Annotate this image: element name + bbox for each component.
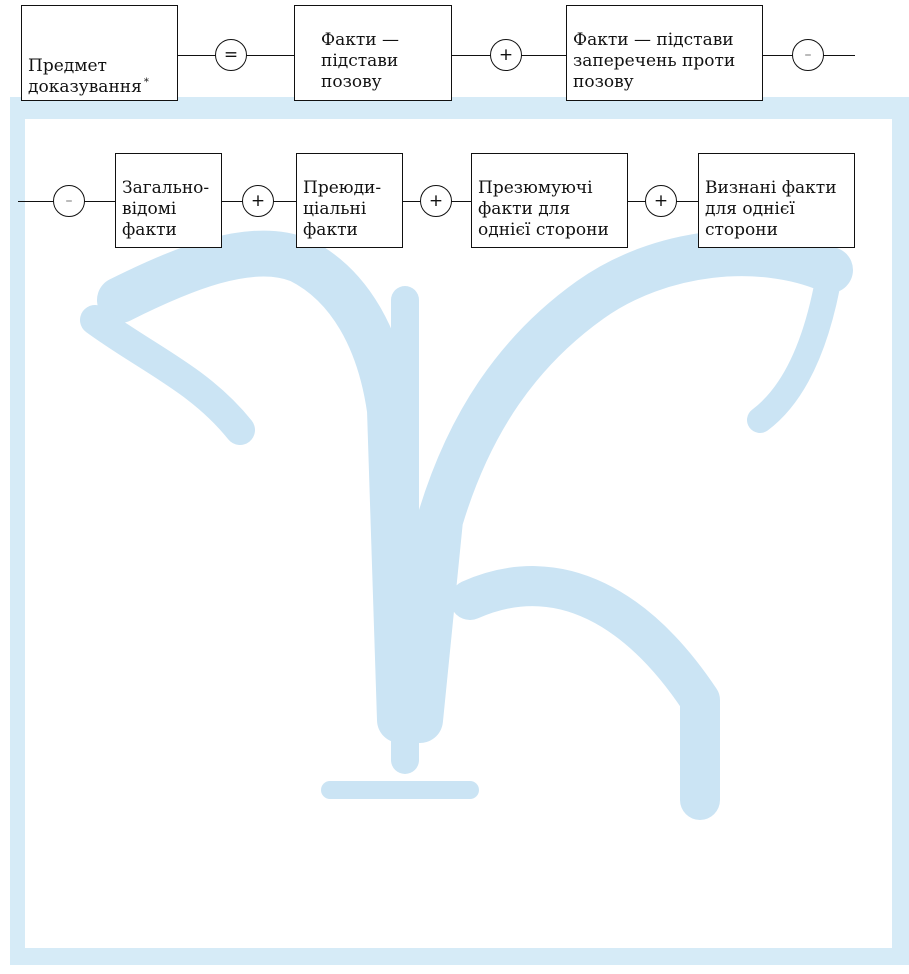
- plus-sign: +: [498, 45, 514, 65]
- minus-operator: –: [792, 39, 824, 71]
- plus-operator: +: [490, 39, 522, 71]
- common-knowledge-facts-label: Загально- відомі факти: [122, 178, 210, 240]
- plus-sign: +: [428, 191, 444, 211]
- admitted-facts-box: Визнані факти для однієї сторони: [698, 153, 855, 248]
- subject-of-proof-label: Предмет доказування: [28, 56, 142, 97]
- prejudicial-facts-box: Преюди- ціальні факти: [296, 153, 403, 248]
- prejudicial-facts-label: Преюди- ціальні факти: [303, 178, 382, 240]
- equals-sign: =: [223, 45, 239, 65]
- admitted-facts-label: Визнані факти для однієї сторони: [705, 178, 837, 240]
- objection-facts-box: Факти — підстави заперечень проти позову: [566, 5, 763, 101]
- plus-operator: +: [420, 185, 452, 217]
- minus-sign: –: [65, 193, 73, 209]
- plus-sign: +: [653, 191, 669, 211]
- objection-facts-label: Факти — підстави заперечень проти позову: [573, 30, 736, 92]
- claim-facts-box: Факти — підстави позову: [294, 5, 452, 101]
- minus-sign: –: [804, 47, 812, 63]
- claim-facts-label: Факти — підстави позову: [321, 30, 400, 92]
- presumed-facts-box: Презюмуючі факти для однієї сторони: [471, 153, 628, 248]
- plus-operator: +: [242, 185, 274, 217]
- plus-operator: +: [645, 185, 677, 217]
- equals-operator: =: [215, 39, 247, 71]
- common-knowledge-facts-box: Загально- відомі факти: [115, 153, 222, 248]
- plus-sign: +: [250, 191, 266, 211]
- minus-operator: –: [53, 185, 85, 217]
- subject-of-proof-box: Предмет доказування*: [21, 5, 178, 101]
- presumed-facts-label: Презюмуючі факти для однієї сторони: [478, 178, 609, 240]
